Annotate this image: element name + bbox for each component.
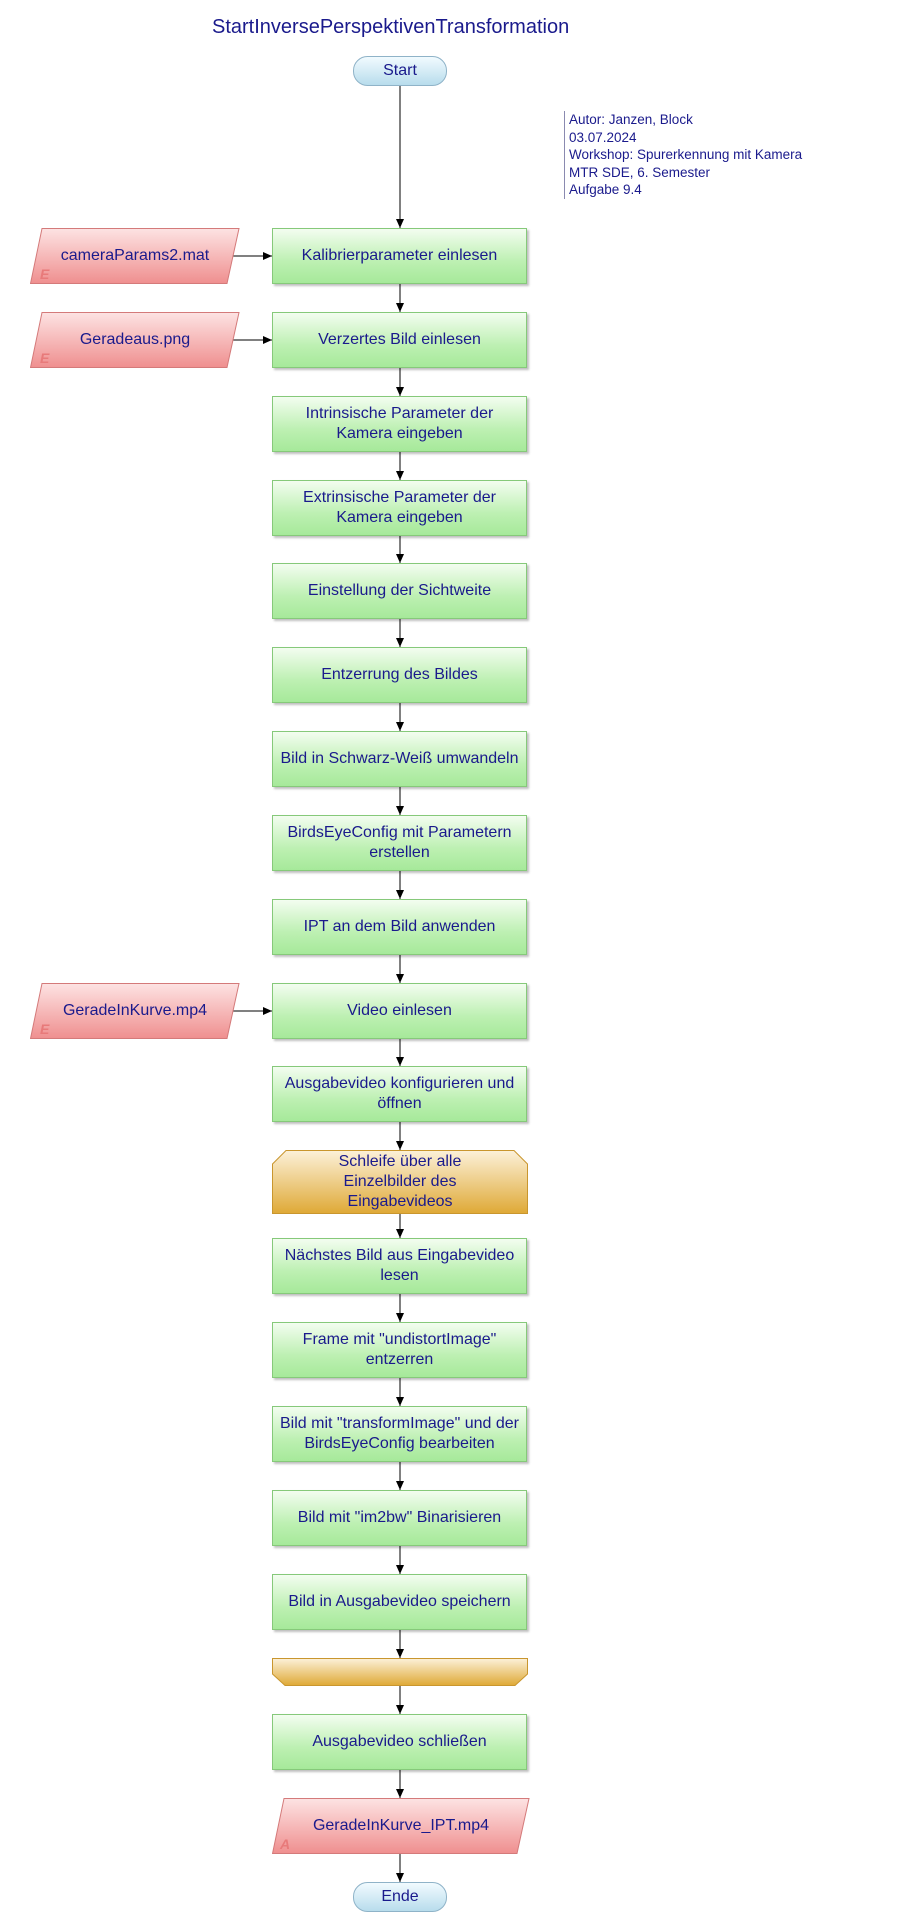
diagram-title: StartInversePerspektivenTransformation xyxy=(212,16,570,38)
step-undistort[interactable]: Entzerrung des Bildes xyxy=(272,647,527,703)
input-data-camera-params[interactable]: cameraParams2.mat E xyxy=(30,228,240,284)
parallelogram-shape xyxy=(30,983,240,1039)
loop-end[interactable] xyxy=(272,1658,528,1686)
step-label: BirdsEyeConfig mit Parametern erstellen xyxy=(287,824,512,861)
input-data-image[interactable]: Geradeaus.png E xyxy=(30,312,240,368)
loop-start[interactable]: Schleife über alle Einzelbilder des Eing… xyxy=(272,1150,528,1214)
step-birdseye-config[interactable]: BirdsEyeConfig mit Parametern erstellen xyxy=(272,815,527,871)
step-binarize[interactable]: Bild mit "im2bw" Binarisieren xyxy=(272,1490,527,1546)
input-tag: E xyxy=(40,1021,50,1037)
note-line: Autor: Janzen, Block xyxy=(569,112,693,127)
step-intrinsic-params[interactable]: Intrinsische Parameter der Kamera eingeb… xyxy=(272,396,527,452)
step-label: Intrinsische Parameter der Kamera eingeb… xyxy=(305,405,494,442)
step-label: Ausgabevideo konfigurieren und öffnen xyxy=(284,1075,515,1112)
step-label: Bild in Ausgabevideo speichern xyxy=(288,1593,511,1610)
step-label: Verzertes Bild einlesen xyxy=(318,331,481,348)
input-tag: E xyxy=(40,350,50,366)
step-undistort-frame[interactable]: Frame mit "undistortImage" entzerren xyxy=(272,1322,527,1378)
step-read-next-frame[interactable]: Nächstes Bild aus Eingabevideo lesen xyxy=(272,1238,527,1294)
output-tag: A xyxy=(280,1836,291,1852)
step-label: Nächstes Bild aus Eingabevideo lesen xyxy=(284,1247,515,1284)
parallelogram-shape xyxy=(272,1798,530,1854)
input-label: cameraParams2.mat xyxy=(60,247,210,264)
step-label: Extrinsische Parameter der Kamera eingeb… xyxy=(303,489,496,526)
output-data-video[interactable]: GeradeInKurve_IPT.mp4 A xyxy=(272,1798,530,1854)
note-line: Workshop: Spurerkennung mit Kamera xyxy=(569,147,803,162)
step-label: Bild mit "im2bw" Binarisieren xyxy=(297,1509,502,1526)
loop-label: Schleife über alle Einzelbilder des Eing… xyxy=(338,1153,462,1210)
step-label: Video einlesen xyxy=(347,1002,452,1019)
end-terminal[interactable]: Ende xyxy=(353,1882,447,1912)
step-save-to-output-video[interactable]: Bild in Ausgabevideo speichern xyxy=(272,1574,527,1630)
end-label: Ende xyxy=(381,1888,419,1905)
step-label: Kalibrierparameter einlesen xyxy=(301,247,498,264)
start-label: Start xyxy=(383,62,417,79)
step-read-distorted-image[interactable]: Verzertes Bild einlesen xyxy=(272,312,527,368)
loop-start-shape xyxy=(272,1150,528,1214)
step-black-white[interactable]: Bild in Schwarz-Weiß umwandeln xyxy=(272,731,527,787)
step-read-video[interactable]: Video einlesen xyxy=(272,983,527,1039)
input-data-video[interactable]: GeradeInKurve.mp4 E xyxy=(30,983,240,1039)
parallelogram-shape xyxy=(30,312,240,368)
terminal-shape xyxy=(353,56,447,86)
step-close-output-video[interactable]: Ausgabevideo schließen xyxy=(272,1714,527,1770)
step-label: Bild mit "transformImage" und der BirdsE… xyxy=(279,1415,519,1452)
step-transform-image[interactable]: Bild mit "transformImage" und der BirdsE… xyxy=(272,1406,527,1462)
input-tag: E xyxy=(40,266,50,282)
input-label: GeradeInKurve.mp4 xyxy=(62,1002,208,1019)
step-label: IPT an dem Bild anwenden xyxy=(303,918,496,935)
step-label: Entzerrung des Bildes xyxy=(321,666,478,683)
note-line: 03.07.2024 xyxy=(569,129,637,145)
step-configure-output-video[interactable]: Ausgabevideo konfigurieren und öffnen xyxy=(272,1066,527,1122)
step-label: Bild in Schwarz-Weiß umwandeln xyxy=(280,750,519,767)
step-label: Ausgabevideo schließen xyxy=(312,1733,487,1750)
output-label: GeradeInKurve_IPT.mp4 xyxy=(312,1817,490,1834)
loop-end-shape xyxy=(272,1658,528,1686)
step-read-calibration[interactable]: Kalibrierparameter einlesen xyxy=(272,228,527,284)
start-terminal[interactable]: Start xyxy=(353,56,447,86)
note-line: Aufgabe 9.4 xyxy=(569,182,642,197)
step-view-range[interactable]: Einstellung der Sichtweite xyxy=(272,563,527,619)
parallelogram-shape xyxy=(30,228,240,284)
author-note: Autor: Janzen, Block 03.07.2024 Workshop… xyxy=(564,111,802,199)
step-apply-ipt[interactable]: IPT an dem Bild anwenden xyxy=(272,899,527,955)
note-line: MTR SDE, 6. Semester xyxy=(569,164,711,180)
step-label: Einstellung der Sichtweite xyxy=(307,582,492,599)
terminal-shape xyxy=(353,1882,447,1912)
input-label: Geradeaus.png xyxy=(79,331,191,348)
step-extrinsic-params[interactable]: Extrinsische Parameter der Kamera eingeb… xyxy=(272,480,527,536)
step-label: Frame mit "undistortImage" entzerren xyxy=(302,1331,497,1368)
